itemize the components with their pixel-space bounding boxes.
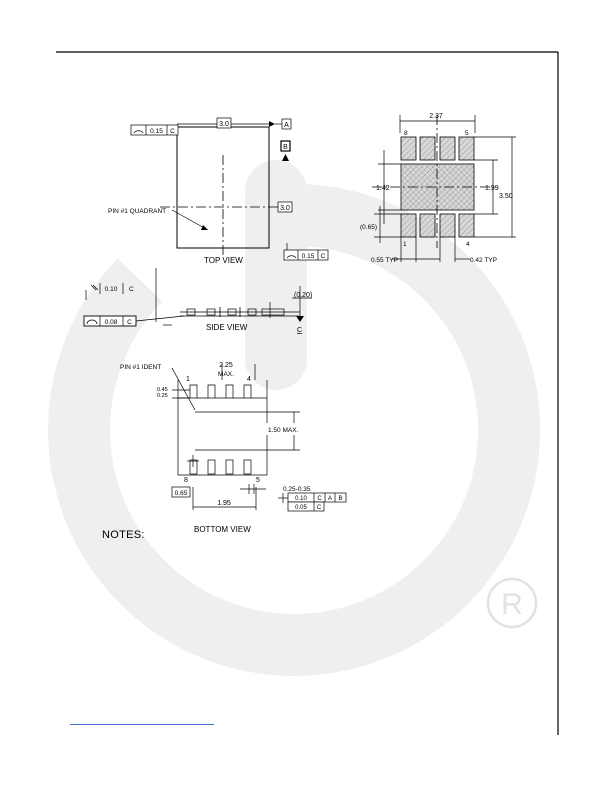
pos-tol-1-b: B <box>338 496 342 502</box>
bottom-span: 1.95 <box>217 500 231 507</box>
datum-a-label: A <box>284 122 289 129</box>
bottom-pitch: 0.65 <box>175 490 188 497</box>
land-pin-1: 1 <box>403 241 407 248</box>
land-pad-w: 0.42 TYP <box>470 257 497 264</box>
body-height-dim: 1.50 MAX. <box>268 427 299 434</box>
top-height-dim: 3.0 <box>280 205 290 212</box>
coplanarity-tol: 0.08 <box>105 319 118 326</box>
watermark-logo: R <box>48 160 541 676</box>
pad-dim-bottom: 0.25 <box>157 393 168 399</box>
top-tol-ref: C <box>170 128 175 135</box>
pos-tol-2-m: C <box>317 505 322 511</box>
flatness-ref: C <box>129 286 134 293</box>
top-width-dim: 3.0 <box>219 121 229 128</box>
top-view-drawing: 3.0 A B 3.0 0.15 C 0.15 C PIN #1 QUADRAN… <box>108 117 329 265</box>
land-width: 2.37 <box>429 113 443 120</box>
notes-heading: NOTES: <box>102 529 145 541</box>
right-tol-ref: C <box>321 253 326 260</box>
land-pattern-drawing: 2.37 8 5 1.42 1.99 3.50 (0.65) 1 4 <box>360 113 516 264</box>
bottom-pin-5: 5 <box>256 477 260 484</box>
land-pin-5: 5 <box>465 130 469 137</box>
bottom-pin-8: 8 <box>184 477 188 484</box>
bottom-max-width: 2.25 <box>219 362 233 369</box>
pin1-quadrant-label: PIN #1 QUADRANT <box>108 208 166 215</box>
flatness-tol: 0.10 <box>105 286 118 293</box>
lead-width-dim: 0.25-0.35 <box>283 486 311 493</box>
page-frame <box>56 51 559 735</box>
svg-text:R: R <box>501 588 523 621</box>
coplanarity-ref: C <box>127 319 132 326</box>
land-pin-4: 4 <box>466 241 470 248</box>
pos-tol-1-a: A <box>328 496 332 502</box>
top-tol-value: 0.15 <box>150 128 163 135</box>
pos-tol-1: 0.10 <box>295 496 307 502</box>
pin1-ident-label: PIN #1 IDENT <box>120 364 161 371</box>
bottom-pin-1: 1 <box>186 376 190 383</box>
bottom-pin-4: 4 <box>247 376 251 383</box>
datum-c-label: C <box>297 327 302 334</box>
land-pad-len: 0.55 TYP <box>371 257 398 264</box>
land-pitch: (0.65) <box>360 224 377 231</box>
side-view-title: SIDE VIEW <box>206 323 248 332</box>
datum-b-label: B <box>283 144 288 151</box>
right-tol-value: 0.15 <box>302 253 315 260</box>
bottom-view-drawing: 2.25 MAX. 1 4 8 5 0.45 0.25 PIN #1 IDENT… <box>120 362 347 512</box>
land-pin-8: 8 <box>404 130 408 137</box>
side-view-drawing: (0.20) C 0.10 C 0.08 C SIDE VIEW <box>83 268 312 334</box>
pad-dim-top: 0.45 <box>157 387 168 393</box>
standoff-dim: (0.20) <box>294 292 312 299</box>
pos-tol-1-m: C <box>317 496 322 502</box>
bottom-view-title: BOTTOM VIEW <box>194 525 251 534</box>
bottom-max-word: MAX. <box>218 371 234 378</box>
top-view-title: TOP VIEW <box>204 256 243 265</box>
footer-link[interactable] <box>70 718 214 725</box>
land-center-h: 1.99 <box>485 185 499 192</box>
pos-tol-2: 0.05 <box>295 505 307 511</box>
land-center-w: 1.42 <box>376 185 390 192</box>
land-overall-h: 3.50 <box>499 193 513 200</box>
